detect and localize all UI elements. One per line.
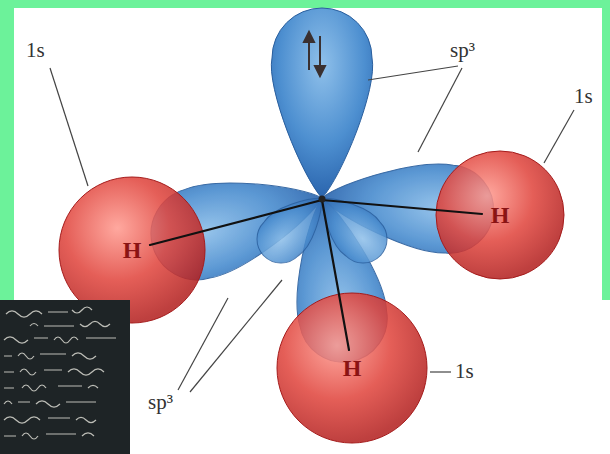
bond-lines xyxy=(150,200,482,350)
orbital-label: sp³ xyxy=(450,40,475,61)
nitrogen-center xyxy=(319,196,326,203)
orbital-label: 1s xyxy=(455,361,474,382)
orbital-label: 1s xyxy=(574,86,593,107)
atom-symbol: H xyxy=(123,237,142,264)
chalkboard-inset xyxy=(0,300,130,454)
green-frame xyxy=(602,0,610,300)
hydrogen-1s-orbital: H xyxy=(435,150,565,280)
orbital-label: 1s xyxy=(26,40,45,61)
hydrogen-1s-orbital: H xyxy=(276,292,428,444)
sphere xyxy=(436,151,564,279)
sphere xyxy=(277,293,427,443)
atom-symbol: H xyxy=(343,355,362,382)
lone-pair-arrows xyxy=(304,32,325,76)
atom-symbol: H xyxy=(491,202,510,229)
green-frame xyxy=(0,0,610,8)
orbital-label: sp³ xyxy=(148,392,173,413)
